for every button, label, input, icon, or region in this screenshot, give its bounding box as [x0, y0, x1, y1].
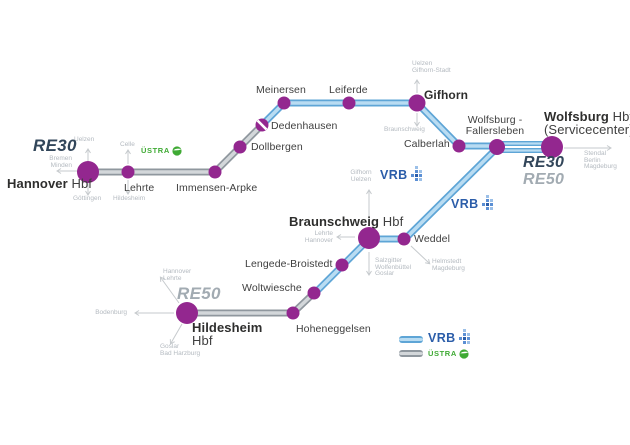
station-dot-wolfsburg-hbf — [541, 136, 563, 158]
station-dot-lehrte — [121, 165, 135, 179]
legend-ustra-logo: ÜSTRA — [428, 349, 470, 359]
connection-label-gifhorn-uelzen-stadt: Uelzen Gifhorn-Stadt — [412, 60, 451, 74]
vrb-logo-text: VRB — [428, 331, 456, 345]
station-label-braunschweig: Braunschweig Hbf — [289, 214, 403, 229]
route-label-re50-wolfsburg: RE50 — [523, 171, 565, 188]
ustra-leaf-icon — [172, 146, 182, 156]
station-dot-calberlah — [452, 139, 466, 153]
connection-label-hildesheim-bodenburg: Bodenburg — [95, 309, 127, 316]
station-label-meinersen: Meinersen — [256, 84, 306, 96]
ustra-logo-text: ÜSTRA — [141, 146, 170, 155]
station-label-leiferde: Leiferde — [329, 84, 368, 96]
vrb-logo-map-2: VRB — [451, 195, 495, 213]
vrb-dots-icon — [458, 329, 470, 344]
station-label-immensen-arpke: Immensen-Arpke — [176, 182, 258, 194]
station-dot-immensen-arpke — [208, 165, 222, 179]
station-dot-dollbergen — [233, 140, 247, 154]
station-label-hannover-suffix: Hbf — [71, 176, 93, 191]
connection-label-gifhorn-braunschweig: Braunschweig — [384, 126, 425, 133]
station-label-lengede-broistedt: Lengede-Broistedt — [245, 258, 333, 270]
station-label-hildesheim-suffix: Hbf — [192, 333, 213, 348]
station-dot-meinersen — [277, 96, 291, 110]
station-label-wolfsburg-sub: (Servicecenter) — [544, 122, 630, 137]
route-label-re30-wolfsburg: RE30 — [523, 154, 565, 171]
station-dot-gifhorn — [408, 94, 426, 112]
station-label-weddel: Weddel — [414, 233, 451, 245]
connection-label-hannover-uelzen: Uelzen — [74, 136, 95, 143]
station-dot-braunschweig — [358, 227, 380, 249]
connection-label-weddel-helmstedt: Helmstedt Magdeburg — [432, 258, 465, 272]
station-label-braunschweig-suffix: Hbf — [382, 214, 404, 229]
station-label-wolfsburg: Wolfsburg Hbf (Servicecenter) — [544, 110, 630, 136]
connection-label-lehrte-hildesheim: Hildesheim — [113, 195, 146, 202]
station-label-gifhorn: Gifhorn — [424, 88, 469, 102]
vrb-logo-map-1: VRB — [380, 166, 424, 184]
station-label-lehrte: Lehrte — [124, 182, 155, 194]
legend-vrb-line-swatch — [399, 336, 423, 343]
station-label-hildesheim: Hildesheim Hbf — [192, 321, 262, 347]
station-label-dedenhausen: Dedenhausen — [271, 120, 338, 132]
route-label-re50-hildesheim: RE50 — [177, 284, 221, 303]
connection-label-hannover-goettingen: Göttingen — [73, 195, 102, 202]
station-label-dollbergen: Dollbergen — [251, 141, 303, 153]
station-dot-hoheneggelsen — [286, 306, 300, 320]
station-dot-wolfsburg-fallersleben — [489, 139, 505, 155]
ustra-leaf-icon — [459, 349, 469, 359]
station-label-hildesheim-name: Hildesheim — [192, 320, 263, 335]
connection-label-hildesheim-hannover-lehrte: Hannover Lehrte — [163, 268, 192, 282]
legend-ustra-line-swatch — [399, 350, 423, 357]
station-dot-hannover — [77, 161, 99, 183]
vrb-dots-icon — [481, 195, 493, 210]
ustra-logo-map: ÜSTRA — [141, 146, 183, 156]
arrow-hildesheim-hannover — [159, 276, 180, 304]
legend-vrb-logo: VRB — [428, 329, 472, 347]
dedenhausen-slash-icon — [256, 119, 268, 131]
station-dot-leiferde — [342, 96, 356, 110]
connection-label-braunschweig-salzgitter: Salzgitter Wolfenbüttel Goslar — [375, 257, 412, 278]
station-dot-hildesheim — [176, 302, 198, 324]
connection-label-braunschweig-gifhorn-uelzen: Gifhorn Uelzen — [350, 169, 372, 183]
connection-arrows — [56, 79, 612, 345]
station-label-wolfsburg-suffix: Hbf — [612, 109, 630, 124]
ustra-logo-text: ÜSTRA — [428, 349, 457, 358]
connection-label-braunschweig-lehrte-hannover: Lehrte Hannover — [304, 230, 333, 244]
connection-label-wolfsburg-stendal: Stendal Berlin Magdeburg — [584, 150, 617, 171]
station-label-braunschweig-name: Braunschweig — [289, 214, 380, 229]
station-dots — [77, 94, 563, 324]
vrb-dots-icon — [410, 166, 422, 181]
route-label-re30-hannover: RE30 — [33, 136, 77, 155]
vrb-logo-text: VRB — [451, 197, 479, 211]
station-label-wolfsburg-name: Wolfsburg — [544, 109, 609, 124]
station-label-woltwiesche: Woltwiesche — [242, 282, 302, 294]
connection-label-lehrte-celle: Celle — [120, 141, 135, 148]
station-label-hannover-name: Hannover — [7, 176, 68, 191]
connection-label-hannover-bremen-minden: Bremen Minden — [49, 155, 72, 169]
station-dot-lengede-broistedt — [335, 258, 349, 272]
station-dot-weddel — [397, 232, 411, 246]
station-label-wolfsburg-fallersleben: Wolfsburg - Fallersleben — [465, 114, 525, 137]
station-label-hoheneggelsen: Hoheneggelsen — [296, 323, 371, 335]
station-label-hannover: Hannover Hbf — [7, 176, 92, 191]
connection-label-hildesheim-goslar: Goslar Bad Harzburg — [160, 343, 201, 357]
station-label-calberlah: Calberlah — [404, 138, 450, 150]
arrow-hildesheim-goslar — [169, 323, 183, 345]
vrb-logo-text: VRB — [380, 168, 408, 182]
station-dot-woltwiesche — [307, 286, 321, 300]
arrow-weddel-helmstedt — [410, 245, 431, 265]
